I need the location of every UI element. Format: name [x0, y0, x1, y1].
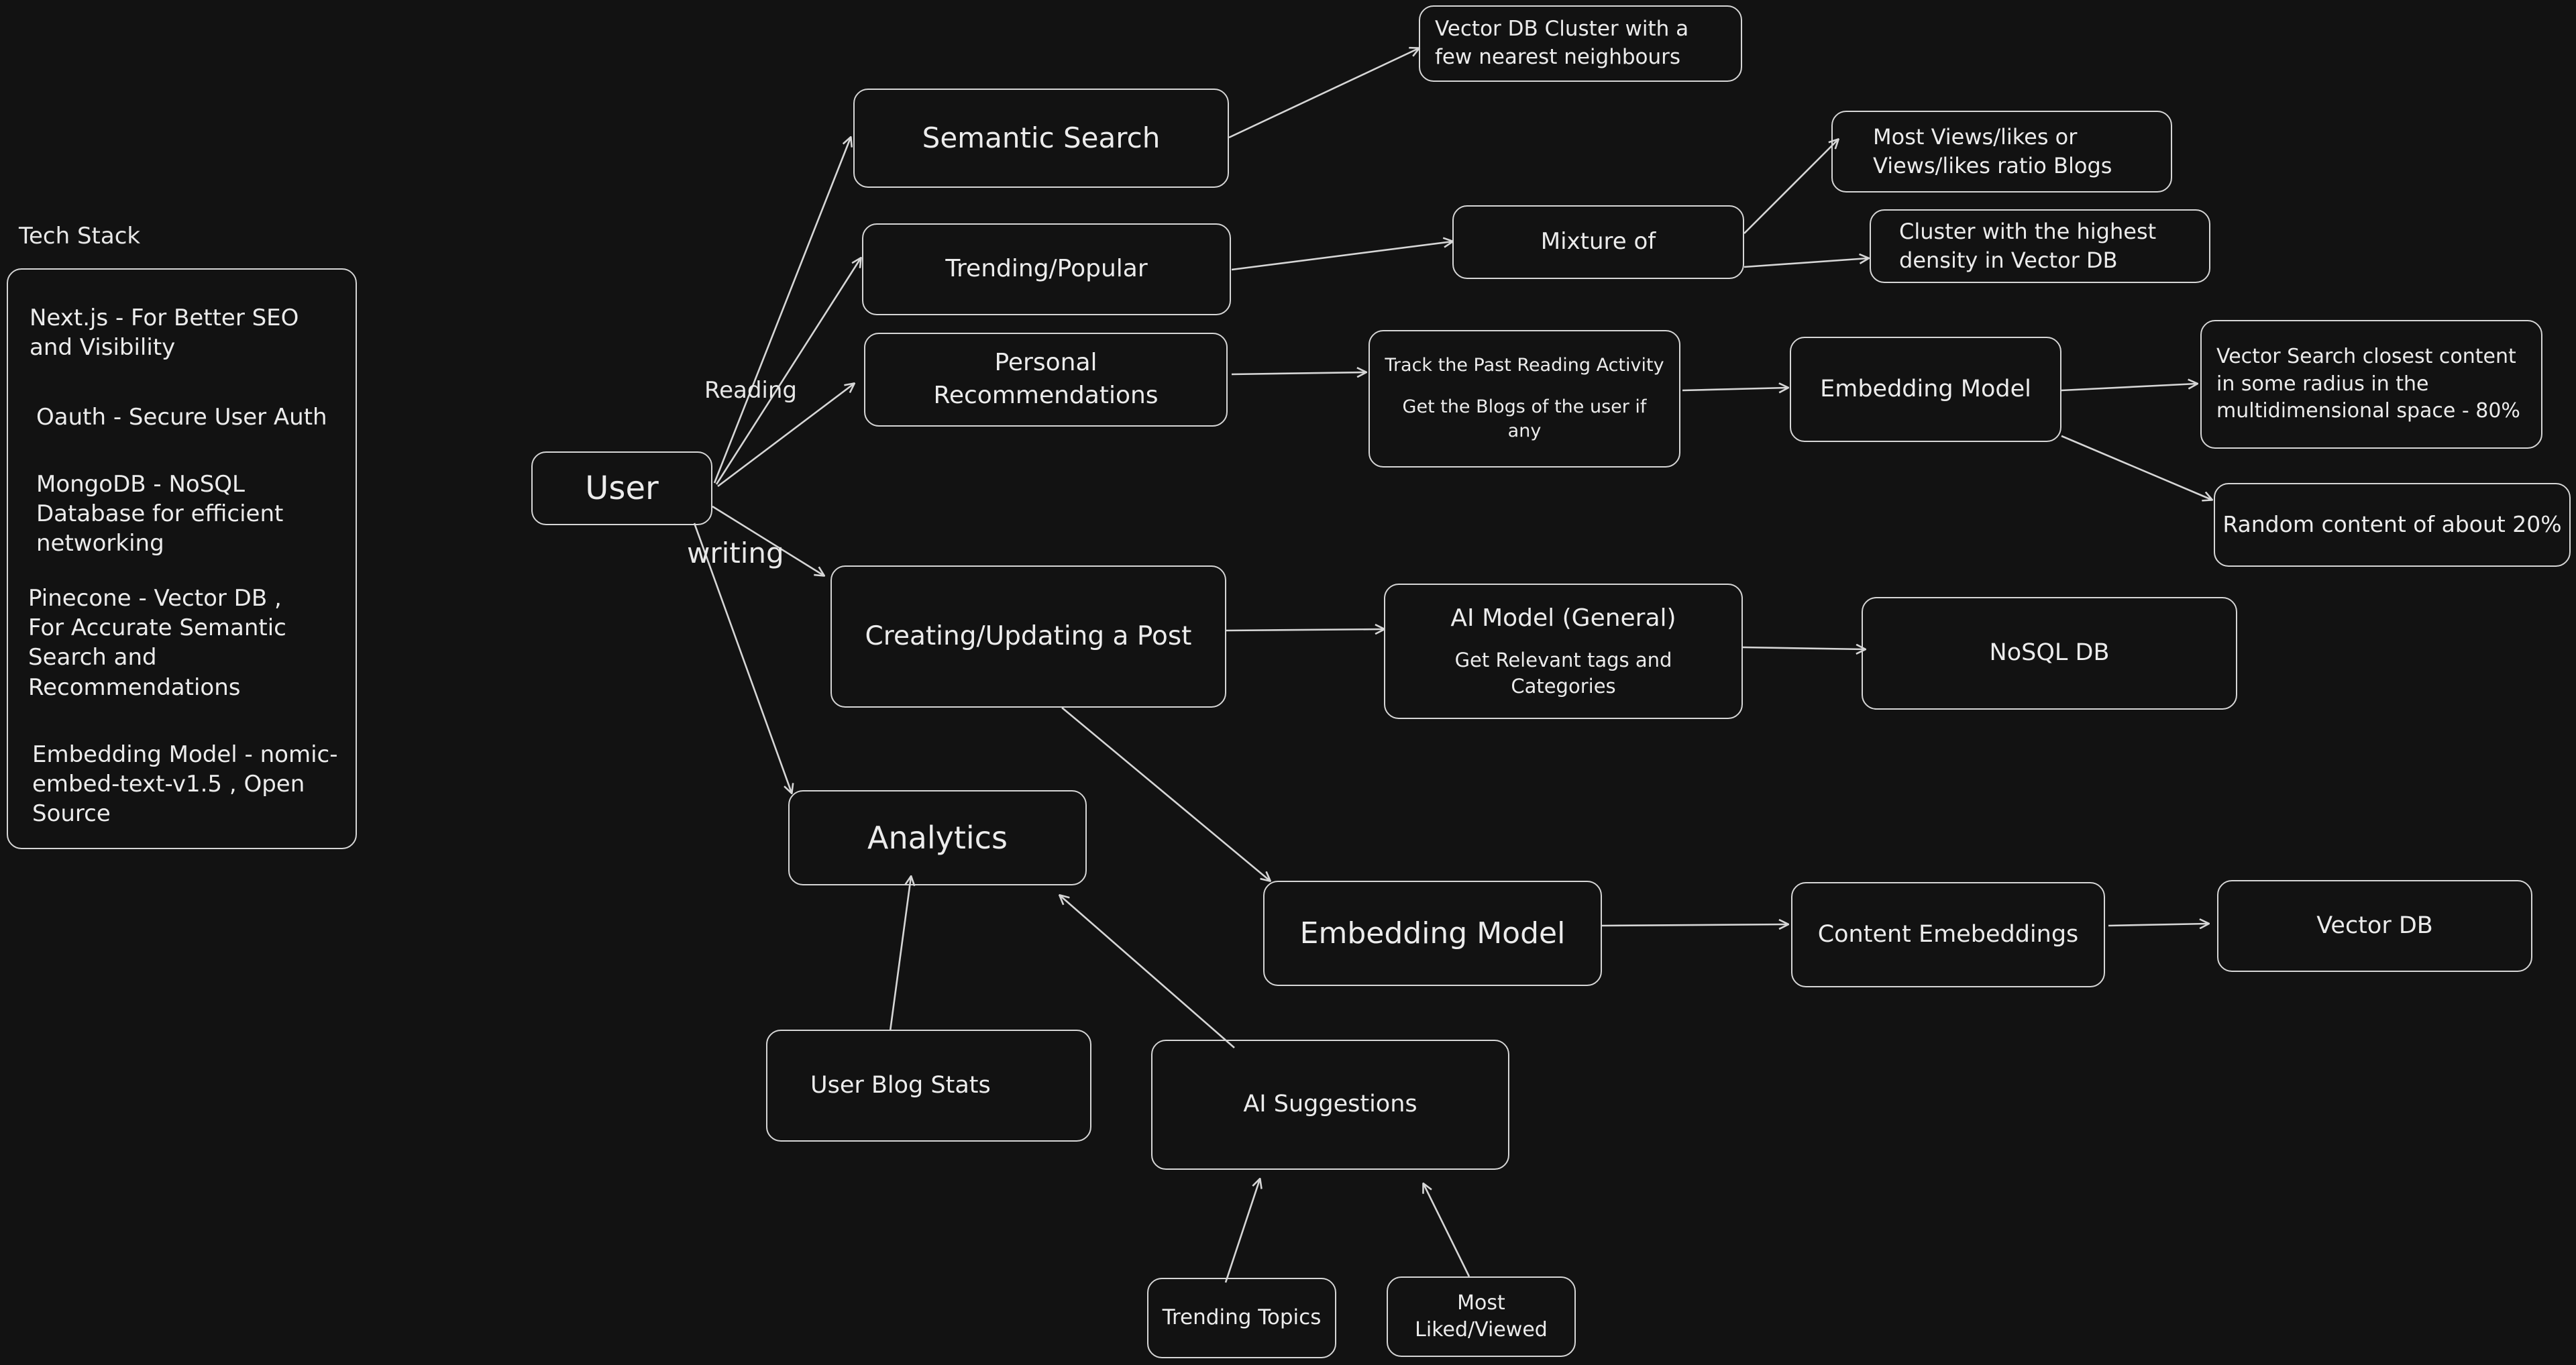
edge-personal-track — [1231, 372, 1366, 374]
edge-embedding-random — [2061, 435, 2212, 500]
edge-embedding-content — [1601, 924, 1788, 926]
edge-user-personal — [717, 384, 854, 488]
most-liked-node: Most Liked/Viewed — [1387, 1276, 1576, 1357]
edge-trending-mixture — [1231, 241, 1452, 271]
creating-post-node: Creating/Updating a Post — [830, 565, 1226, 708]
edge-mixture-density — [1743, 258, 1868, 268]
edge-mostliked-aisuggestions — [1424, 1184, 1470, 1277]
edge-user-analytics — [693, 523, 792, 793]
ai-model-node: AI Model (General) Get Relevant tags and… — [1384, 584, 1743, 719]
semantic-search-node: Semantic Search — [853, 89, 1229, 188]
vector-db-node: Vector DB — [2217, 880, 2532, 972]
edge-blogstats-analytics — [889, 877, 911, 1032]
edge-content-vectordb — [2108, 924, 2208, 926]
edge-embedding-vectorsearch — [2061, 384, 2197, 392]
vector-cluster-node: Vector DB Cluster with a few nearest nei… — [1419, 5, 1742, 82]
edge-user-semantic — [713, 138, 851, 484]
embedding-model-node-1: Embedding Model — [1790, 337, 2061, 442]
edge-aisuggestions-analytics — [1060, 895, 1235, 1048]
trending-popular-node: Trending/Popular — [862, 223, 1231, 315]
edge-user-creating — [712, 505, 824, 576]
analytics-node: Analytics — [788, 790, 1087, 885]
embedding-model-node-2: Embedding Model — [1263, 881, 1602, 986]
edge-creating-embedding — [1061, 707, 1270, 881]
tech-stack-title: Tech Stack — [19, 223, 141, 250]
edge-label-writing: writing — [687, 537, 784, 569]
most-views-node: Most Views/likes or Views/likes ratio Bl… — [1831, 111, 2172, 193]
cluster-density-node: Cluster with the highest density in Vect… — [1870, 209, 2210, 283]
edge-trendingtopics-aisuggestions — [1224, 1179, 1260, 1283]
tech-stack-item-pinecone: Pinecone - Vector DB , For Accurate Sema… — [28, 585, 286, 701]
tech-stack-item-embedding: Embedding Model - nomic-embed-text-v1.5 … — [32, 741, 338, 828]
user-node: User — [531, 451, 712, 525]
content-embeddings-node: Content Emebeddings — [1791, 882, 2105, 987]
ai-suggestions-node: AI Suggestions — [1151, 1040, 1509, 1170]
edge-aimodel-nosql — [1742, 647, 1865, 649]
tech-stack-item-mongodb: MongoDB - NoSQL Database for efficient n… — [36, 471, 284, 557]
edge-creating-aimodel — [1226, 629, 1384, 631]
vector-search-node: Vector Search closest content in some ra… — [2200, 320, 2542, 449]
edge-semantic-cluster — [1228, 48, 1419, 139]
edge-user-trending — [715, 258, 861, 485]
tech-stack-item-nextjs: Next.js - For Better SEO and Visibility — [30, 305, 299, 362]
personal-recs-node: Personal Recommendations — [864, 333, 1228, 427]
random-content-node: Random content of about 20% — [2214, 483, 2571, 567]
tech-stack-item-oauth: Oauth - Secure User Auth — [36, 404, 327, 431]
track-activity-node: Track the Past Reading Activity Get the … — [1368, 330, 1680, 468]
user-node-label: User — [585, 469, 659, 507]
edge-mixture-views — [1743, 140, 1838, 234]
mixture-of-node: Mixture of — [1452, 205, 1744, 279]
edge-track-embedding — [1682, 388, 1788, 390]
edge-label-reading: Reading — [704, 377, 798, 404]
user-blog-stats-node: User Blog Stats — [766, 1030, 1091, 1142]
nosql-db-node: NoSQL DB — [1862, 597, 2237, 710]
trending-topics-node: Trending Topics — [1147, 1278, 1336, 1358]
tech-stack-panel — [7, 268, 357, 849]
